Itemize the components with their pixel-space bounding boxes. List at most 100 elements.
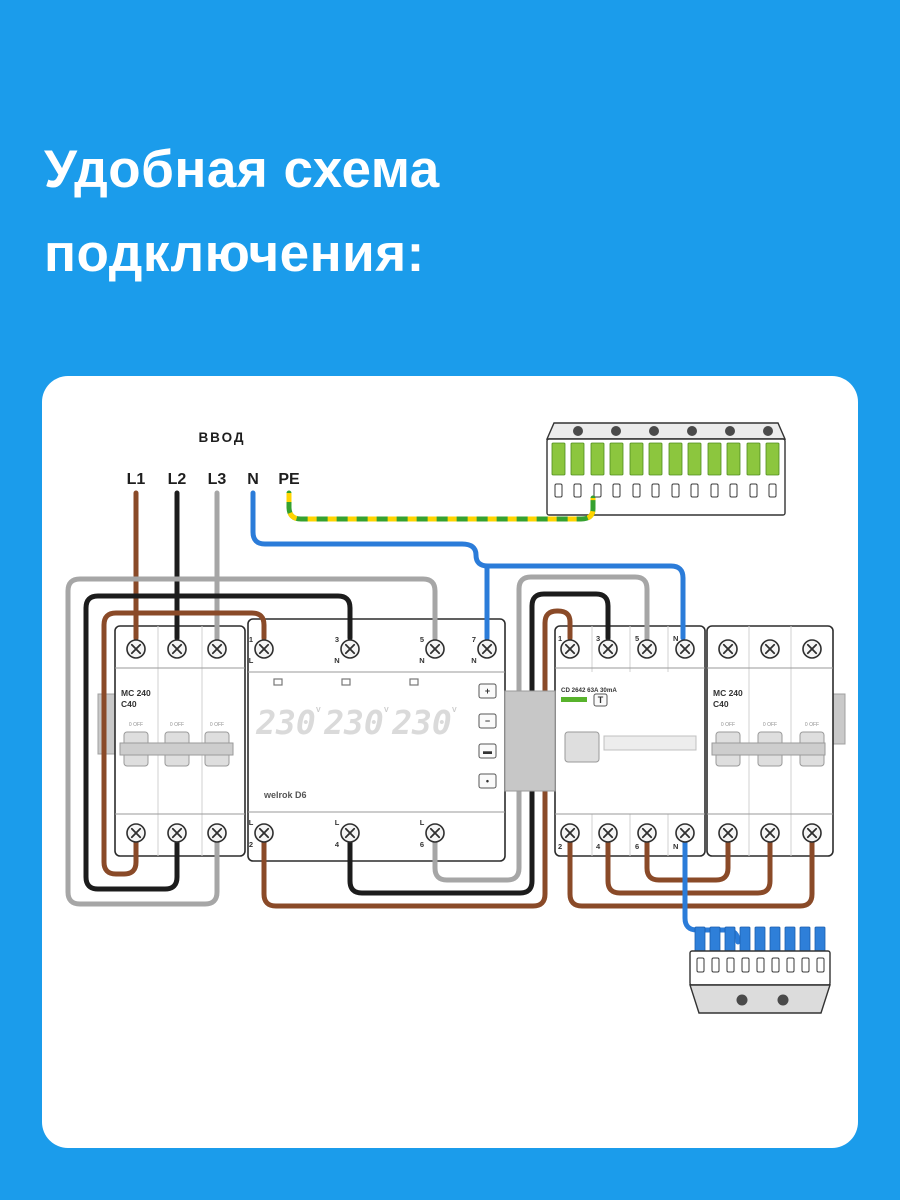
screw-icon — [598, 639, 618, 659]
screw-icon — [637, 639, 657, 659]
relay-terminal-lbl-3: N — [334, 656, 339, 665]
relay-terminal-num-4: 4 — [335, 840, 340, 849]
rcd-label: CD 2642 63A 30mA — [561, 687, 617, 694]
relay-terminal-lbl-7: N — [471, 656, 476, 665]
phase-label-l2: L2 — [168, 471, 187, 488]
relay-display-3: 230 — [391, 703, 452, 742]
screw-icon — [254, 823, 274, 843]
rcd-test-button — [593, 693, 608, 707]
right-breaker-rating: C40 — [713, 699, 729, 709]
left-breaker-rating: C40 — [121, 699, 137, 709]
right-breaker-model: MC 240 — [713, 688, 743, 698]
rcd-toggle — [564, 731, 600, 763]
relay-brand: welrok D6 — [263, 790, 307, 800]
wire-loop-brown — [101, 610, 267, 877]
rcd-terminal-num-2: 2 — [558, 842, 562, 851]
rcd-terminal-num-6: 6 — [635, 842, 639, 851]
wire-loop-black — [83, 593, 353, 892]
relay-terminal-num-2: 2 — [249, 840, 253, 849]
relay-terminal-num-5: 5 — [420, 635, 424, 644]
relay-display-unit-2: V — [384, 707, 389, 714]
relay-display-unit-3: V — [452, 707, 457, 714]
relay-display-2: 230 — [323, 703, 384, 742]
screw-icon — [675, 823, 695, 843]
phase-label-l1: L1 — [127, 471, 146, 488]
phase-label-l3: L3 — [208, 471, 227, 488]
pe-block-slots — [554, 483, 777, 498]
wire-neutral-main — [250, 490, 686, 641]
relay-button-4-glyph: • — [486, 776, 489, 786]
right-breaker-off-label-2: 0 OFF — [763, 722, 777, 728]
relay-terminal-lbl-1: L — [249, 656, 254, 665]
neutral-block-hole-2 — [777, 994, 789, 1006]
screw-icon — [560, 639, 580, 659]
title-line-1: Удобная схема — [44, 140, 440, 199]
pe-terminal-block — [545, 422, 787, 516]
left-breaker: MC 240 C40 0 OFF 0 OFF 0 OFF — [114, 625, 246, 857]
rcd-terminal-num-n2: N — [673, 842, 678, 851]
input-label: ВВОД — [198, 430, 245, 445]
rcd-terminal-num-1: 1 — [558, 634, 562, 643]
neutral-terminal-block — [689, 926, 831, 1014]
relay-contact-icon-2 — [341, 678, 351, 686]
screw-icon — [207, 823, 227, 843]
relay-terminal-lbl-4: L — [335, 818, 340, 827]
screw-icon — [802, 639, 822, 659]
screw-icon — [477, 639, 497, 659]
relay-contact-icon-3 — [409, 678, 419, 686]
screw-icon — [167, 823, 187, 843]
rcd-test-button-glyph: T — [598, 695, 604, 705]
relay-display-unit-1: V — [316, 707, 321, 714]
rcd-terminal-num-5: 5 — [635, 634, 639, 643]
relay-terminal-lbl-2: L — [249, 818, 254, 827]
screw-icon — [760, 823, 780, 843]
title-line-2: подключения: — [44, 223, 425, 283]
left-breaker-tiebar — [119, 742, 234, 756]
busbar-cover — [504, 690, 556, 792]
screw-icon — [802, 823, 822, 843]
relay-terminal-num-7: 7 — [472, 635, 476, 644]
left-breaker-model: MC 240 — [121, 688, 151, 698]
diagram-card: ВВОД L1 L2 L3 N PE — [42, 376, 858, 1148]
phase-label-n: N — [247, 471, 259, 488]
screw-icon — [675, 639, 695, 659]
pe-block-teeth — [551, 442, 780, 476]
relay-button-3-glyph: ▬ — [483, 746, 492, 756]
wiring-diagram: ВВОД L1 L2 L3 N PE — [65, 422, 846, 1014]
left-breaker-off-label-3: 0 OFF — [210, 722, 224, 728]
pe-block-holes — [573, 426, 773, 436]
screw-icon — [207, 639, 227, 659]
relay-terminal-num-3: 3 — [335, 635, 339, 644]
screw-icon — [718, 639, 738, 659]
rcd-terminal-num-n: N — [673, 634, 678, 643]
neutral-block-teeth — [694, 926, 826, 954]
screw-icon — [254, 639, 274, 659]
relay-display-1: 230 — [255, 703, 316, 742]
screw-icon — [560, 823, 580, 843]
relay-contact-icon-1 — [273, 678, 283, 686]
relay-button-4 — [478, 773, 497, 789]
screw-icon — [425, 823, 445, 843]
screw-icon — [718, 823, 738, 843]
rcd-panel — [603, 735, 697, 751]
relay-terminal-lbl-5: N — [419, 656, 424, 665]
screw-icon — [598, 823, 618, 843]
relay-terminal-num-1: 1 — [249, 635, 253, 644]
relay-button-1-glyph: + — [485, 686, 490, 696]
screw-icon — [425, 639, 445, 659]
wire-loop-gray — [65, 576, 438, 907]
rcd: 1 3 5 N CD 2642 63A 30mA T 2 4 6 N — [554, 625, 706, 857]
wire-pe-yellow-stripe — [286, 493, 596, 522]
screw-icon — [126, 823, 146, 843]
left-breaker-off-label-1: 0 OFF — [129, 722, 143, 728]
screw-icon — [340, 639, 360, 659]
phase-label-pe: PE — [278, 471, 300, 488]
relay-terminal-lbl-6: L — [420, 818, 425, 827]
left-breaker-off-label-2: 0 OFF — [170, 722, 184, 728]
relay-contact-icons — [273, 678, 419, 686]
screw-icon — [340, 823, 360, 843]
relay-button-1 — [478, 683, 497, 699]
relay-button-3 — [478, 743, 497, 759]
right-breaker-off-label-1: 0 OFF — [721, 722, 735, 728]
